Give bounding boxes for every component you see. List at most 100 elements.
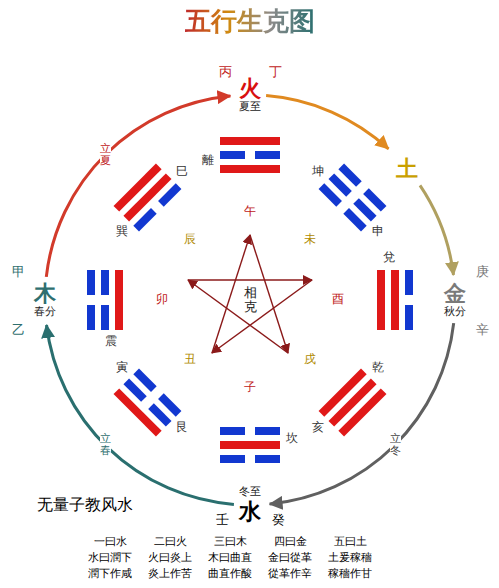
label: 巳 [176,165,188,178]
label: 四曰金 [274,536,307,548]
trigram-bar [87,305,95,330]
trigram [377,270,413,330]
title: 五行生克图 [0,4,499,39]
trigram-bar [220,137,280,145]
label: 曲直作酸 [208,568,252,580]
trigram-bar [115,270,123,330]
trigram-bar [114,164,162,212]
label: 稼穡作甘 [328,568,372,580]
trigrams [87,137,413,463]
label: 潤下作咸 [88,568,132,580]
trigram-bar [338,388,386,436]
generating-arrow [270,323,454,504]
trigram [114,369,182,437]
element-node: 土 [394,155,420,182]
trigram-bar [405,305,413,330]
title-text: 五行生克图 [185,6,315,36]
generating-arrow [46,96,230,277]
element-node: 金秋分 [442,280,468,320]
label: 乾 [372,361,384,374]
season-name: 春分 [34,306,56,319]
label: 火曰炎上 [148,552,192,564]
trigram-bar [220,165,280,173]
trigram-bar [101,270,109,295]
label: 相克 [244,286,257,315]
label: 申 [372,225,384,238]
label: 庚 [476,265,489,279]
label: 戌 [304,353,316,366]
label: 坤 [312,165,324,178]
generating-arrow [47,325,234,504]
label: 丁 [269,65,282,79]
label: 巽 [116,225,128,238]
label: 離 [202,154,214,167]
element-name: 水 [239,499,261,524]
trigram [114,164,182,232]
label: 金曰從革 [268,552,312,564]
label: 午 [244,205,256,218]
trigram-bar [338,164,361,187]
generating-arrow [266,96,388,149]
trigram-bar [114,388,162,436]
element-name: 土 [396,156,418,181]
label: 卯 [156,293,168,306]
trigram [319,164,387,232]
trigram-bar [87,270,95,295]
ke-pentagram [188,235,312,353]
label: 立春 [100,432,111,458]
label: 坎 [286,432,298,445]
label: 子 [244,381,256,394]
trigram [87,270,123,330]
label: 辰 [184,233,196,246]
label: 二曰火 [154,536,187,548]
element-node: 木春分 [32,280,58,320]
label: 立夏 [100,142,111,168]
trigram-bar [255,151,280,159]
label: 无量子教风水 [37,496,133,514]
label: 立冬 [390,432,401,458]
trigram [220,427,280,463]
trigram-bar [220,455,245,463]
label: 酉 [332,293,344,306]
label: 三曰木 [214,536,247,548]
element-name: 木 [34,281,56,306]
star-line [188,280,288,353]
trigram-bar [255,427,280,435]
season-name: 冬至 [239,486,261,499]
season-name: 夏至 [239,101,261,114]
label: 炎上作苦 [148,568,192,580]
label: 水曰潤下 [88,552,132,564]
element-name: 火 [239,76,261,101]
label: 一曰水 [94,536,127,548]
label: 震 [105,335,117,348]
label: 五曰土 [334,536,367,548]
label: 辛 [476,323,489,337]
label: 艮 [176,421,188,434]
season-name: 秋分 [444,306,466,319]
trigram-bar [377,270,385,330]
trigram-bar [405,270,413,295]
label: 從革作辛 [268,568,312,580]
label: 丙 [219,65,232,79]
label: 癸 [272,513,285,527]
trigram-bar [101,305,109,330]
label: 寅 [116,361,128,374]
star-line [212,280,312,353]
label: 甲 [12,265,25,279]
trigram [220,137,280,173]
trigram-bar [220,427,245,435]
element-node: 火夏至 [237,75,263,115]
star-line [188,279,312,280]
label: 木曰曲直 [208,552,252,564]
label: 未 [304,233,316,246]
label: 丑 [184,353,196,366]
element-name: 金 [444,281,466,306]
label: 兌 [383,251,395,264]
trigram-bar [391,270,399,330]
trigram [319,369,387,437]
generating-arrow [420,185,454,275]
label: 壬 [216,513,229,527]
trigram-bar [220,151,245,159]
label: 乙 [12,323,25,337]
label: 亥 [312,421,324,434]
